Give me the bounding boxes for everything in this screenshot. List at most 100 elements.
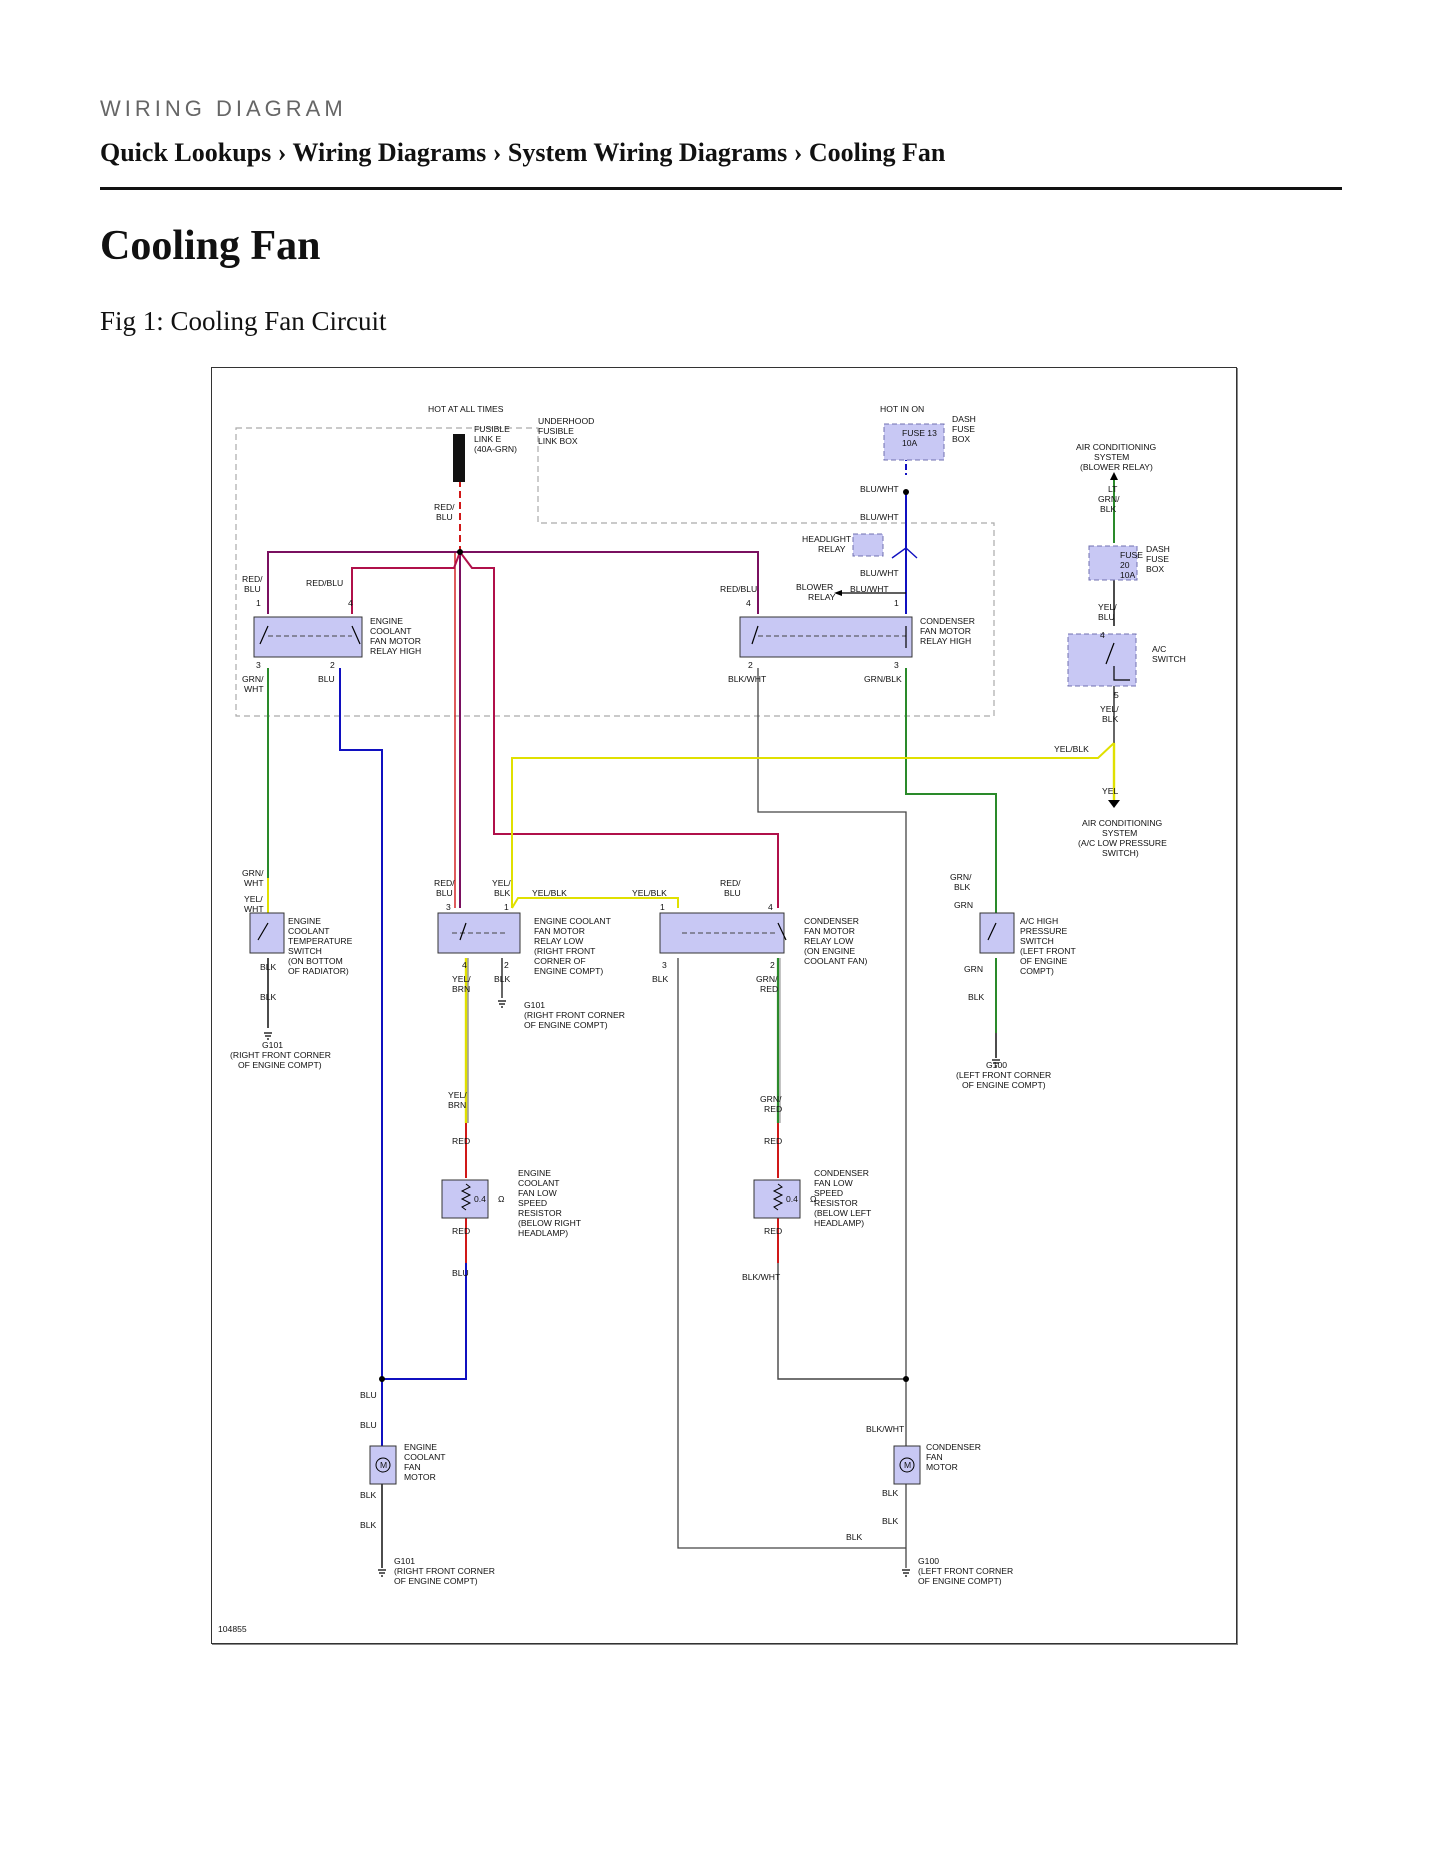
diagram-label: OF ENGINE COMPT) [962,1080,1046,1090]
diagram-label: ENGINE COMPT) [534,966,603,976]
cond-motor-box [893,1445,921,1485]
diagram-label: BLU/WHT [850,584,889,594]
diagram-label: GRN/ [756,974,778,984]
diagram-label: 4 [746,598,751,608]
diagram-label: GRN/ [1098,494,1120,504]
diagram-label: 4 [348,598,353,608]
diagram-label: RED/ [242,574,263,584]
breadcrumb-item-system-wiring-diagrams[interactable]: System Wiring Diagrams [507,138,788,167]
diagram-label: FUSIBLE [474,424,510,434]
diagram-label: (BELOW LEFT [814,1208,872,1218]
diagram-label: BRN [448,1100,466,1110]
diagram-label: 4 [1100,630,1105,640]
diagram-label: MOTOR [926,1462,958,1472]
diagram-label: OF ENGINE [1020,956,1068,966]
diagram-label: 5 [1114,690,1119,700]
diagram-label: WHT [244,904,264,914]
diagram-label: MOTOR [404,1472,436,1482]
diagram-label: Ω [498,1194,505,1204]
diagram-label: YEL/ [1100,704,1119,714]
wire-blu-res1 [382,1263,467,1380]
diagram-label: ENGINE [404,1442,437,1452]
diagram-label: COOLANT [370,626,412,636]
breadcrumb-item-wiring-diagrams[interactable]: Wiring Diagrams [292,138,487,167]
breadcrumb-separator: › [271,138,293,167]
diagram-label: RED [760,984,778,994]
diagram-label: BLK/WHT [866,1424,905,1434]
diagram-label: COOLANT [404,1452,446,1462]
motor-icon [375,1457,391,1473]
diagram-label: (BELOW RIGHT [518,1218,582,1228]
wire-blk-ground [677,958,906,1549]
diagram-label: 4 [768,902,773,912]
diagram-label: YEL/BLK [532,888,567,898]
diagram-label: BLU [724,888,741,898]
diagram-label: BLK [360,1490,377,1500]
wire-grn-blk [905,668,997,908]
diagram-label: RED/ [434,878,455,888]
breadcrumb-item-quick-lookups[interactable]: Quick Lookups [100,138,272,167]
diagram-label: RED/BLU [720,584,757,594]
diagram-label: BLU [436,888,453,898]
breadcrumb-separator: › [486,138,508,167]
diagram-label: 20 [1120,560,1130,570]
diagram-label: PRESSURE [1020,926,1068,936]
diagram-label: FUSE [1120,550,1143,560]
diagram-label: 3 [662,960,667,970]
diagram-label: 2 [748,660,753,670]
diagram-label: BLU [360,1390,377,1400]
diagram-label: FAN MOTOR [920,626,971,636]
ground-icons [264,1000,1000,1577]
diagram-label: FAN LOW [814,1178,854,1188]
diagram-label: BLU [452,1268,469,1278]
diagram-label: BLK [360,1520,377,1530]
cond-resistor-box [753,1179,801,1219]
diagram-label: DASH [952,414,976,424]
diagram-label: M [380,1460,387,1470]
diagram-label: (A/C LOW PRESSURE [1078,838,1167,848]
diagram-label: YEL/ [448,1090,467,1100]
diagram-label: RELAY [818,544,846,554]
diagram-label: BLK [968,992,985,1002]
diagram-label: ENGINE [288,916,321,926]
diagram-label: HEADLAMP) [814,1218,864,1228]
wire-magenta-cross [459,551,779,908]
diagram-label: RELAY [808,592,836,602]
diagram-label: SWITCH [1152,654,1186,664]
diagram-label: ENGINE [518,1168,551,1178]
diagram-label: YEL/ [452,974,471,984]
diagram-label: (RIGHT FRONT CORNER [394,1566,495,1576]
diagram-label: LT [1108,484,1118,494]
diagram-label: (LEFT FRONT CORNER [918,1566,1013,1576]
diagram-label: RED/BLU [306,578,343,588]
diagram-label: HEADLIGHT [802,534,852,544]
diagram-label: COOLANT FAN) [804,956,867,966]
diagram-label: COMPT) [1020,966,1054,976]
diagram-label: SYSTEM [1102,828,1137,838]
header-divider [100,187,1342,190]
diagram-label: 1 [894,598,899,608]
diagram-label: RED [764,1136,782,1146]
diagram-label: 1 [660,902,665,912]
diagram-label: HOT IN ON [880,404,924,414]
diagram-label: CONDENSER [926,1442,981,1452]
diagram-label: LINK BOX [538,436,578,446]
diagram-label: BLK [846,1532,863,1542]
diagram-label: OF RADIATOR) [288,966,349,976]
ecf-motor-box [369,1445,397,1485]
wire-blk-wht [757,668,907,1379]
diagram-label: BLK/WHT [742,1272,781,1282]
diagram-label: YEL/ [1098,602,1117,612]
diagram-label: GRN/BLK [864,674,902,684]
diagram-label: BRN [452,984,470,994]
diagram-label: RED/ [720,878,741,888]
fusible-link-e-icon [453,434,465,482]
ecf-relay-high-box [253,616,363,658]
diagram-label: 3 [446,902,451,912]
diagram-label: YEL/BLK [1054,744,1089,754]
diagram-label: 0.4 [474,1194,486,1204]
ecf-resistor-box [441,1179,489,1219]
diagram-label: FAN MOTOR [534,926,585,936]
diagram-label: DASH [1146,544,1170,554]
diagram-label: 4 [462,960,467,970]
